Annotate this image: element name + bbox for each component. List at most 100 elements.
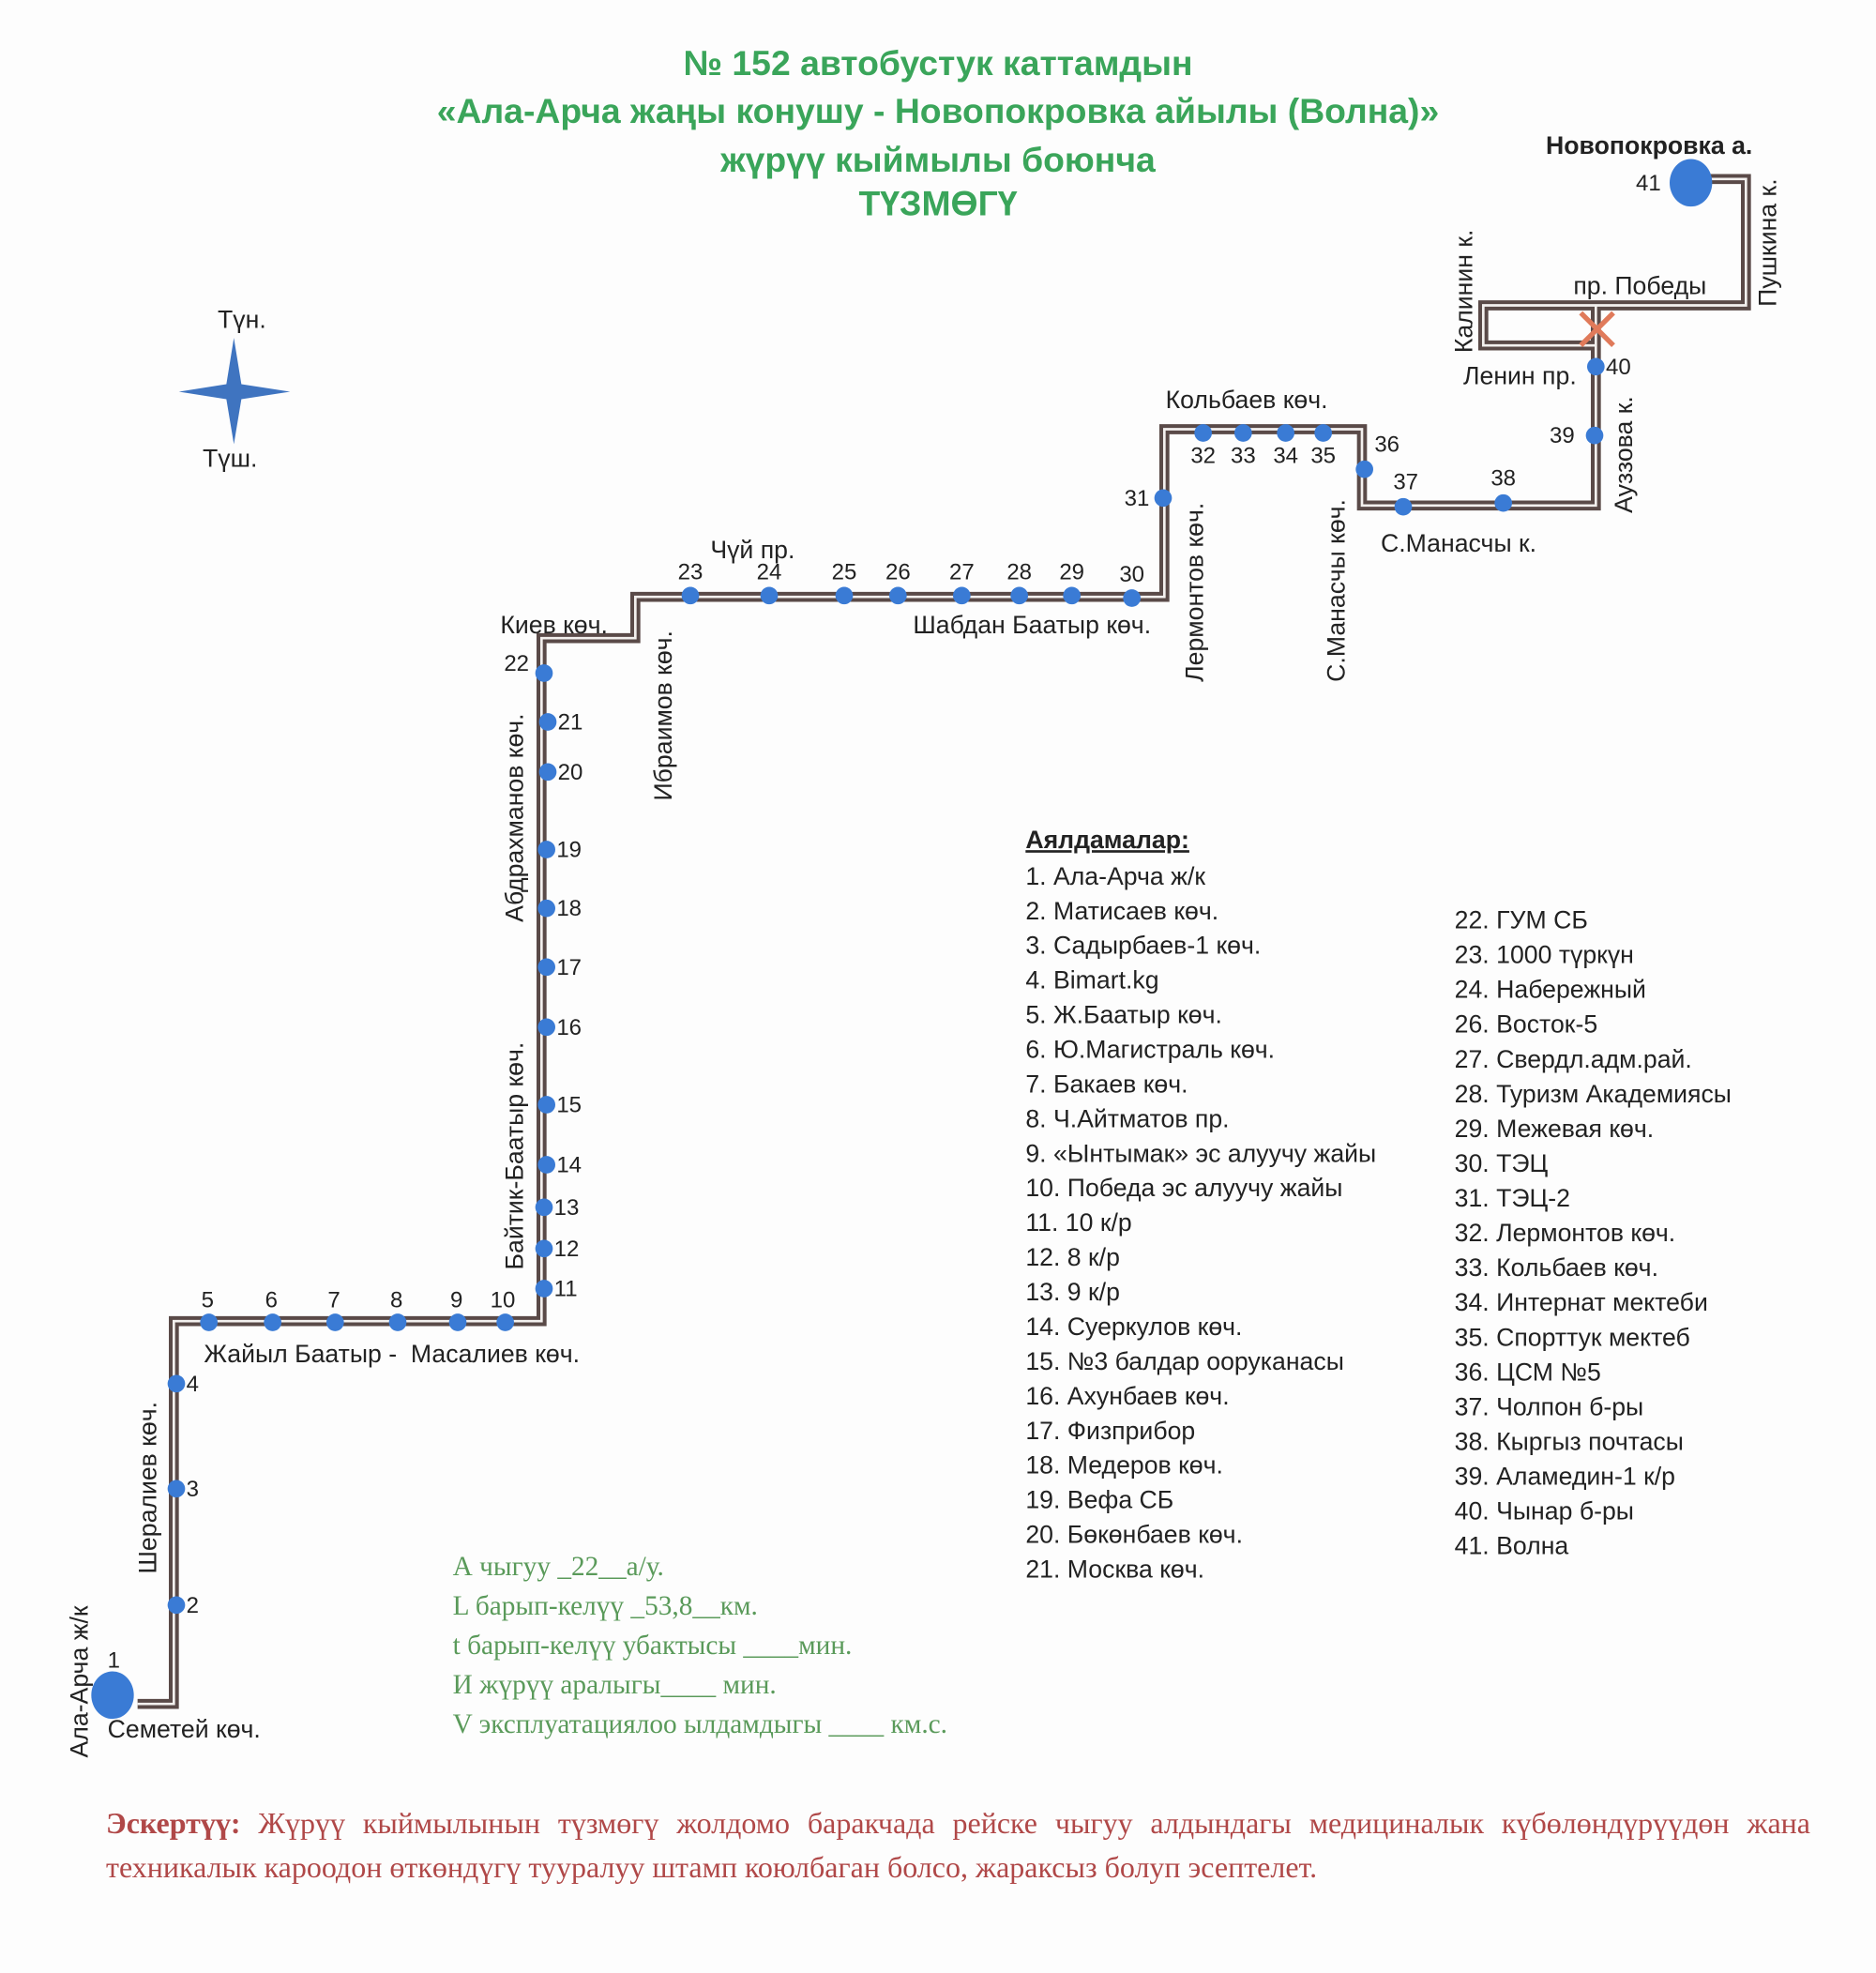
legend-item: 40. Чынар б-ры	[1455, 1497, 1634, 1525]
stop-marker: 17	[537, 955, 582, 980]
legend-item: 20. Бөкөнбаев көч.	[1025, 1521, 1243, 1549]
label-lermontov: Лермонтов көч.	[1181, 503, 1209, 682]
label-semetei: Семетей көч.	[108, 1715, 261, 1743]
stop-marker: 20	[538, 760, 583, 785]
stop-icon	[889, 586, 907, 605]
stop-number: 13	[554, 1195, 580, 1221]
stop-number: 39	[1550, 423, 1575, 448]
stop-number: 20	[558, 760, 583, 785]
label-lenin: Ленин пр.	[1463, 362, 1577, 390]
label-s-manaschy-koch: С.Манасчы көч.	[1322, 499, 1350, 682]
stop-icon	[1277, 424, 1294, 442]
stop-icon	[326, 1313, 344, 1331]
parameter-post: км.с.	[884, 1709, 947, 1739]
stop-number: 23	[678, 560, 704, 585]
parameter-post: мин.	[716, 1670, 777, 1700]
stop-marker: 22	[504, 651, 553, 682]
stop-number: 29	[1059, 560, 1084, 585]
stop-icon	[538, 763, 557, 782]
parameter-post: а/у.	[627, 1552, 664, 1582]
stop-number: 6	[265, 1288, 278, 1313]
stop-marker: 35	[1310, 424, 1336, 469]
legend-heading: Аялдамалар:	[1025, 826, 1189, 854]
label-novopokrovka: Новопокровка а.	[1546, 131, 1752, 159]
stop-icon	[1587, 357, 1605, 376]
stop-icon	[760, 586, 779, 605]
legend-item: 7. Бакаев көч.	[1025, 1070, 1188, 1098]
parameter-pre: И жүрүү аралыгы	[453, 1670, 661, 1700]
compass-north-label: Түн.	[218, 306, 266, 334]
route-parameter: V эксплуатациялоо ылдамдыгы ____ км.с.	[453, 1709, 947, 1739]
stop-marker: 15	[537, 1093, 582, 1118]
legend-item: 14. Суеркулов көч.	[1025, 1313, 1242, 1341]
legend-item: 22. ГУМ СБ	[1455, 906, 1588, 934]
parameter-pre: А чыгуу	[453, 1552, 558, 1582]
stop-number: 25	[832, 560, 857, 585]
legend-item: 6. Ю.Магистраль көч.	[1025, 1036, 1275, 1064]
parameter-value: _22__	[556, 1552, 627, 1582]
label-pushkina: Пушкина к.	[1753, 178, 1781, 306]
stop-marker: 6	[264, 1288, 281, 1331]
stop-number: 36	[1374, 433, 1399, 458]
stop-number: 12	[554, 1237, 580, 1262]
stop-marker: 7	[326, 1288, 344, 1331]
legend-item: 28. Туризм Академиясы	[1455, 1080, 1732, 1108]
stop-marker: 13	[535, 1195, 580, 1221]
legend-item: 39. Аламедин-1 к/р	[1455, 1463, 1675, 1491]
legend-item: 31. ТЭЦ-2	[1455, 1184, 1570, 1212]
stop-number: 38	[1490, 466, 1516, 492]
stop-number: 3	[187, 1477, 199, 1502]
legend-item: 15. №3 балдар ооруканасы	[1025, 1347, 1344, 1375]
stop-number: 37	[1393, 470, 1418, 495]
legend-left-column: 1. Ала-Арча ж/к2. Матисаев көч.3. Садырб…	[1025, 862, 1376, 1584]
stop-marker: 16	[537, 1015, 582, 1040]
stop-icon	[535, 664, 553, 682]
stop-number: 28	[1006, 560, 1032, 585]
stop-marker: 37	[1393, 470, 1418, 516]
stop-marker: 3	[167, 1477, 199, 1502]
stop-number: 2	[187, 1593, 199, 1618]
stop-marker: 21	[538, 710, 582, 736]
legend-item: 4. Bimart.kg	[1025, 966, 1158, 994]
parameter-pre: L барып-келүү	[453, 1591, 631, 1621]
stop-icon	[448, 1313, 467, 1331]
stop-icon	[537, 1018, 555, 1037]
stop-marker: 29	[1059, 560, 1084, 605]
stop-icon	[537, 958, 555, 977]
legend-item: 8. Ч.Айтматов пр.	[1025, 1104, 1229, 1132]
stop-icon	[388, 1313, 407, 1331]
label-ibraimov: Ибраимов көч.	[649, 630, 677, 800]
stop-number: 7	[327, 1288, 340, 1313]
stop-number: 17	[556, 955, 582, 980]
legend-item: 34. Интернат мектеби	[1455, 1288, 1708, 1316]
stop-marker: 41	[1636, 159, 1713, 207]
stop-number: 35	[1310, 444, 1336, 469]
stop-icon	[496, 1313, 514, 1331]
stop-marker: 38	[1490, 466, 1516, 512]
stop-marker: 39	[1550, 423, 1604, 448]
stop-icon	[537, 841, 555, 858]
stop-number: 15	[556, 1093, 582, 1118]
parameter-value: ____	[742, 1631, 798, 1661]
parameter-pre: t барып-келүү убактысы	[453, 1631, 744, 1661]
legend-item: 11. 10 к/р	[1025, 1208, 1131, 1237]
stop-number: 40	[1606, 355, 1631, 380]
stop-icon	[1010, 586, 1028, 605]
parameter-post: км.	[720, 1591, 758, 1621]
stop-icon	[1234, 424, 1252, 442]
stop-marker: 5	[200, 1288, 218, 1331]
stop-number: 22	[504, 651, 529, 676]
stop-marker: 10	[491, 1288, 515, 1331]
legend-item: 36. ЦСМ №5	[1455, 1358, 1601, 1386]
stop-marker: 19	[537, 838, 582, 863]
legend-item: 21. Москва көч.	[1025, 1556, 1204, 1584]
legend-item: 1. Ала-Арча ж/к	[1025, 862, 1205, 890]
label-pobedy: пр. Победы	[1573, 272, 1706, 300]
stop-number: 33	[1231, 444, 1256, 469]
legend-item: 3. Садырбаев-1 көч.	[1025, 932, 1261, 960]
stop-marker: 11	[535, 1277, 578, 1302]
legend-item: 24. Набережный	[1455, 976, 1646, 1004]
stop-marker: 24	[757, 560, 781, 605]
